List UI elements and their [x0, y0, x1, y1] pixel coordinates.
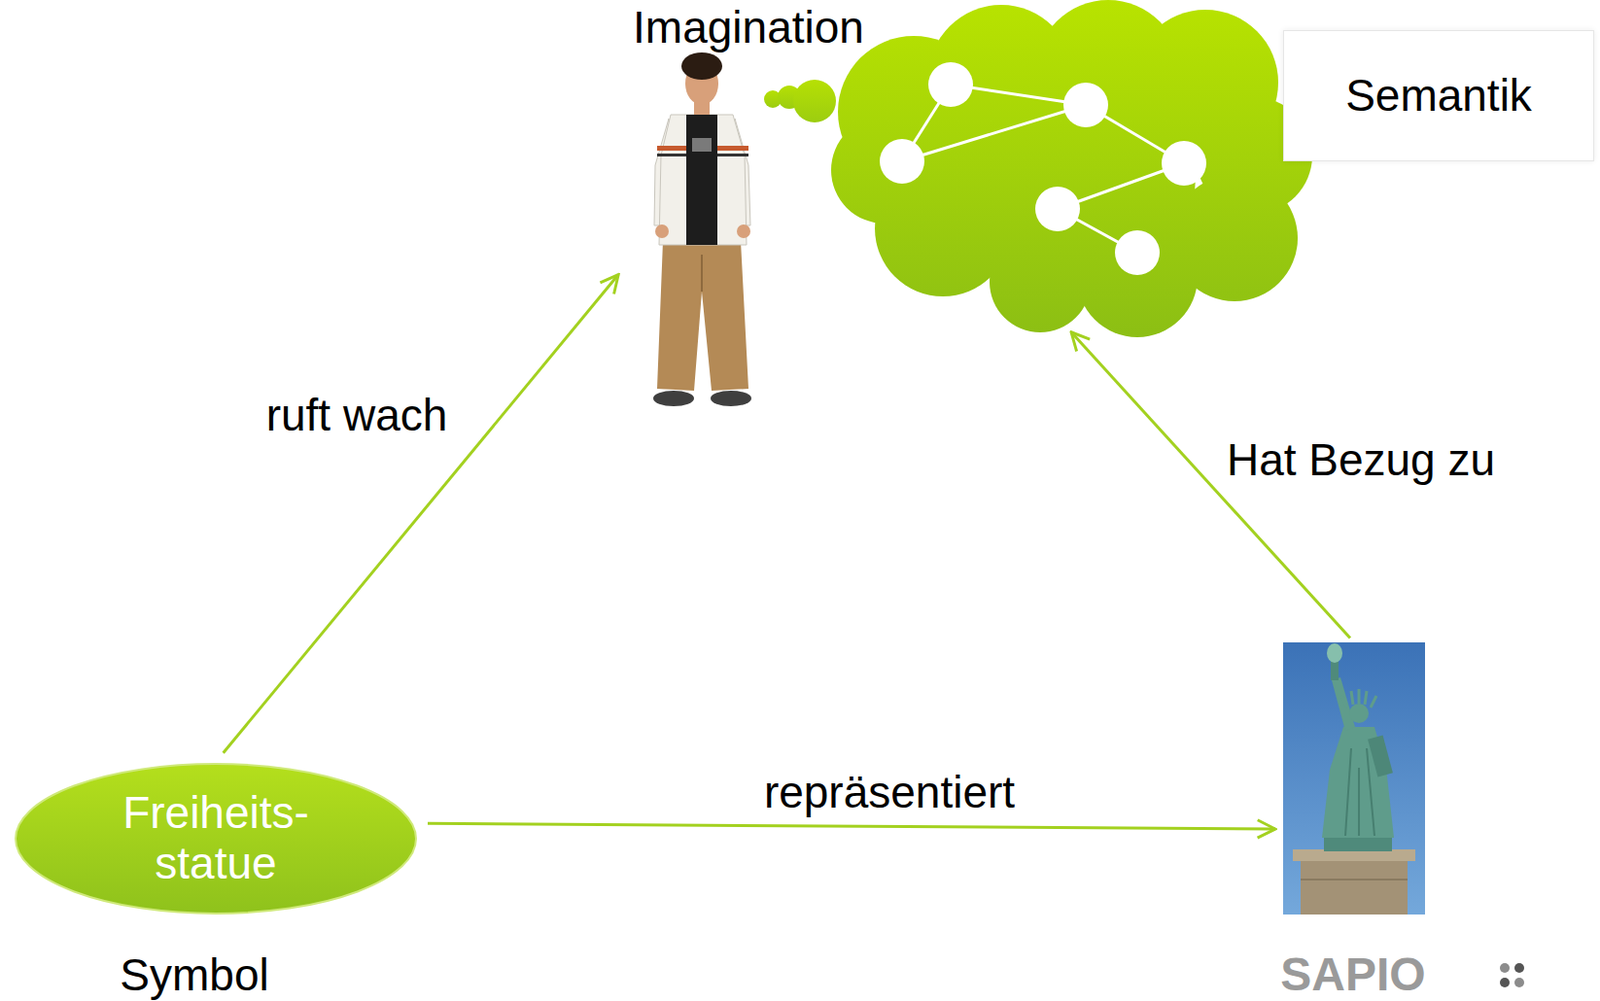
- graph-node: [928, 62, 974, 107]
- logo-dot: [1514, 963, 1525, 974]
- robe-folds: [1345, 748, 1375, 836]
- person-shoe: [710, 390, 752, 407]
- symbol-caption: Symbol: [119, 950, 269, 1001]
- cloud-outline: [826, 0, 1306, 337]
- person-shirt: [686, 114, 718, 245]
- label-slot: SAPIO: [1226, 950, 1480, 1000]
- arrow-connector: [223, 275, 620, 754]
- graph-node: [1063, 82, 1109, 128]
- torch-flame: [1326, 643, 1343, 663]
- person-figure: [653, 52, 752, 407]
- person-hand: [655, 224, 669, 239]
- edge-label: repräsentiert: [760, 767, 1019, 819]
- symbol-ellipse: Freiheits- statueSymbol: [13, 762, 418, 916]
- jacket-stripe: [657, 153, 687, 157]
- arrow-connector: [427, 823, 1276, 830]
- photo-sky: [1283, 642, 1426, 915]
- statue-pedestal: [1300, 859, 1408, 915]
- thought-bubble: [793, 79, 836, 123]
- statue-photo: [1283, 642, 1426, 915]
- connectors: [223, 275, 1351, 830]
- edge-label: ruft wach: [262, 390, 453, 442]
- person-jacket: [659, 114, 747, 245]
- graph-node: [1161, 140, 1207, 186]
- symbol-text-slot: Freiheits- statue: [52, 771, 380, 906]
- person-hair: [681, 52, 723, 80]
- person-shoe: [653, 390, 695, 407]
- edge-label: Hat Bezug zu: [1222, 435, 1499, 487]
- person-node: Imagination: [622, 1, 875, 428]
- logo-text: SAPIO: [1280, 951, 1426, 999]
- statue-photo-node: [1283, 642, 1426, 915]
- statue-torch: [1330, 660, 1339, 681]
- cloud-shape: [831, 0, 1313, 338]
- imagination-heading: Imagination: [632, 2, 865, 54]
- symbol-ellipse-shape: [15, 764, 417, 914]
- symbol-text: Freiheits- statue: [89, 788, 343, 889]
- logo-dot: [1499, 963, 1510, 974]
- imagination-heading-slot: Imagination: [622, 1, 875, 55]
- graph-link: [902, 104, 1086, 162]
- shirt-print: [692, 138, 712, 152]
- semantik-heading: Semantik: [1345, 70, 1532, 122]
- semantic-graph-links: [902, 84, 1184, 253]
- statue-tablet: [1367, 735, 1393, 778]
- statue-robe: [1321, 727, 1394, 838]
- graph-node: [879, 139, 925, 184]
- statue-base: [1323, 835, 1392, 852]
- edge-label-slot: repräsentiert: [756, 766, 1023, 820]
- cloud-lobe: [831, 116, 939, 224]
- symbol-caption-slot: Symbol: [115, 949, 273, 1001]
- logo-dots: [1499, 963, 1525, 988]
- cloud-lobe: [942, 48, 1196, 302]
- semantik-heading-slot: Semantik: [1283, 30, 1595, 162]
- edge-label-slot: Hat Bezug zu: [1215, 433, 1507, 488]
- logo-dot: [1514, 977, 1525, 988]
- pedestal-groove: [1300, 878, 1408, 881]
- graph-node: [1114, 230, 1160, 276]
- person-hand: [736, 224, 751, 239]
- person-trousers: [657, 241, 749, 391]
- logo-dot: [1499, 977, 1510, 988]
- statue-head: [1349, 703, 1369, 724]
- graph-node: [1035, 186, 1080, 232]
- jacket-stripe: [717, 153, 749, 157]
- statue-arm: [1331, 677, 1356, 731]
- trouser-seam: [700, 254, 703, 292]
- jacket-stripe: [717, 145, 749, 151]
- statue-crown: [1341, 689, 1377, 708]
- jacket-stripe: [657, 145, 687, 151]
- semantic-graph-nodes: [879, 62, 1207, 276]
- edge-label-slot: ruft wach: [254, 388, 459, 444]
- thought-bubbles: [764, 79, 836, 123]
- semantic-cloud: Semantik: [826, 0, 1306, 337]
